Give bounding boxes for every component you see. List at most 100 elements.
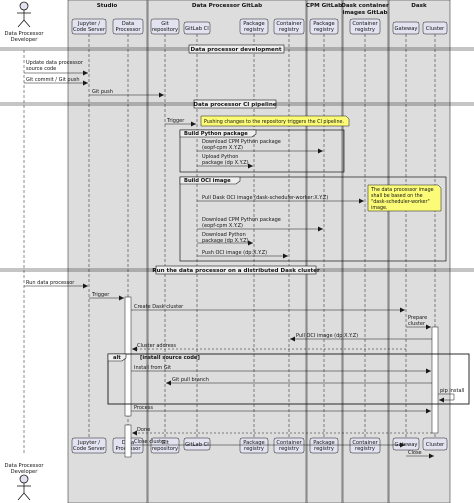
message-download-cpm-2: Download CPM Python package (eopf-cpm X.… <box>197 217 323 232</box>
box-title-dask-images-line2: images GitLab <box>342 10 387 16</box>
participant-gateway-bottom: Gateway <box>392 437 420 451</box>
participant-git-repository-bottom: Git repository <box>150 437 180 454</box>
message-download-python: Download Python package (dp X.Y.Z) <box>197 232 253 246</box>
message-label: Upload Python <box>202 154 238 160</box>
divider-title: Data processor development <box>190 47 281 53</box>
participant-cluster-bottom: Cluster <box>422 437 448 451</box>
participant-label-line1: Package <box>243 440 265 446</box>
box-title-studio: Studio <box>97 3 118 9</box>
participant-label-line1: Cluster <box>426 26 445 32</box>
participant-data-processor: Data Processor <box>112 18 144 35</box>
note-ci-trigger: Pushing changes to the repository trigge… <box>200 115 350 127</box>
message-label: Install from Git <box>134 365 171 371</box>
participant-label-line2: repository <box>152 446 178 452</box>
message-label: package (dp X.Y.Z) <box>202 238 249 244</box>
message-install-from-git: Install from Git <box>131 365 431 374</box>
participant-jupyter-bottom: Jupyter / Code Server <box>71 437 107 454</box>
message-label: Done <box>137 427 150 433</box>
activation-cluster <box>431 326 439 434</box>
note-text: Pushing changes to the repository trigge… <box>204 119 344 125</box>
message-label: Cluster address <box>137 343 176 349</box>
fragment-title: Build OCI image <box>184 178 231 184</box>
participant-package-registry-bottom: Package registry <box>239 437 269 454</box>
participant-label-line2: Code Server <box>73 27 106 33</box>
message-prepare-cluster: Prepare cluster <box>406 315 431 330</box>
actor-top: Data Processor Developer <box>4 1 44 43</box>
message-label: Update data processor <box>26 60 84 66</box>
message-git-push: Git push <box>89 89 164 98</box>
participant-label-line1: Package <box>313 21 335 27</box>
message-push-oci: Push OCI image (dp:X.Y.Z) <box>197 250 288 259</box>
participant-cluster: Cluster <box>422 21 448 35</box>
participant-label-line1: Git <box>161 440 169 446</box>
message-label: Create Dask cluster <box>134 304 184 310</box>
participant-dask-container-registry-bottom: Container registry <box>349 437 381 454</box>
participant-label-line2: registry <box>355 446 375 452</box>
message-git-commit-push: Git commit / Git push <box>24 77 88 86</box>
message-label: Git pull branch <box>172 377 209 383</box>
participant-label-line2: Code Server <box>73 446 106 452</box>
fragment-build-oci-image: Build OCI image <box>179 176 447 262</box>
message-cluster-address: Cluster address <box>132 343 406 352</box>
participant-gitlab-ci: GitLab CI <box>183 21 211 35</box>
message-upload-python: Upload Python package (dp X.Y.Z) <box>197 154 253 169</box>
participant-label-line1: Jupyter / <box>77 440 100 446</box>
message-download-cpm-1: Download CPM Python package (eopf-cpm X.… <box>197 139 323 154</box>
message-trigger-ci: Trigger <box>165 118 196 127</box>
divider-run-dask: Run the data processor on a distributed … <box>0 265 474 275</box>
actor-bottom: Data Processor Developer <box>4 463 44 501</box>
participant-package-registry: Package registry <box>239 18 269 35</box>
participant-cpm-package-registry-bottom: Package registry <box>309 437 339 454</box>
message-label: Push OCI image (dp:X.Y.Z) <box>202 250 267 256</box>
message-label: Close <box>408 450 422 456</box>
message-label: Close cluster <box>134 439 167 445</box>
message-label: Download CPM Python package <box>202 139 281 145</box>
message-git-pull-branch: Git pull branch <box>166 377 432 386</box>
actor-bottom-name-line1: Data Processor <box>4 463 44 469</box>
message-label: (eopf-cpm X.Y.Z) <box>202 223 243 229</box>
message-label: source code <box>26 66 56 72</box>
stick-figure-icon <box>17 474 31 501</box>
message-pull-oci-dp: Pull OCI image (dp:X.Y.Z) <box>290 333 432 342</box>
box-title-dask: Dask <box>411 3 427 9</box>
note-text: "dask-scheduler-worker" <box>371 199 430 205</box>
message-label: Download Python <box>202 232 246 238</box>
divider-title: Data processor CI pipeline <box>193 102 276 108</box>
participant-label-line2: registry <box>314 27 334 33</box>
participant-cpm-package-registry: Package registry <box>309 18 339 35</box>
box-dask: Dask <box>388 0 451 503</box>
box-cpm-gitlab: CPM GitLab <box>306 0 343 503</box>
participant-label-line1: Git <box>161 21 169 27</box>
actor-bottom-name-line2: Developer <box>11 469 39 475</box>
note-text: The data processor image <box>370 187 434 193</box>
participant-label-line2: registry <box>244 446 264 452</box>
participant-label-line1: Container <box>276 21 302 27</box>
message-label: Prepare <box>408 315 427 321</box>
actor-name-line1: Data Processor <box>4 31 44 37</box>
message-process: Process <box>131 405 431 414</box>
message-done: Done <box>132 427 432 436</box>
message-label: Run data processor <box>26 280 75 286</box>
message-label: Trigger <box>91 292 110 298</box>
participant-container-registry-bottom: Container registry <box>273 437 305 454</box>
fragment-condition: [install source code] <box>140 355 200 361</box>
divider-ci-pipeline: Data processor CI pipeline <box>0 99 474 109</box>
message-close-cluster: Close cluster <box>131 439 405 448</box>
message-label: Download CPM Python package <box>202 217 281 223</box>
participant-label-line1: Package <box>243 21 265 27</box>
note-text: image. <box>371 205 387 211</box>
participant-gitlab-ci-bottom: GitLab CI <box>183 437 211 451</box>
message-pull-dask-oci: Pull Dask OCI image (dask-scheduler-work… <box>197 195 364 204</box>
message-label: Trigger <box>166 118 185 124</box>
box-title-data-processor-gitlab: Data Processor GitLab <box>192 3 262 9</box>
participant-label-line2: registry <box>244 27 264 33</box>
participant-label-line1: Cluster <box>426 442 445 448</box>
message-label: Pull OCI image (dp:X.Y.Z) <box>296 333 358 339</box>
participant-label-line2: registry <box>314 446 334 452</box>
fragment-alt-install-source: alt [install source code] <box>107 353 470 405</box>
message-label: Process <box>134 405 153 411</box>
message-label: package (dp X.Y.Z) <box>202 160 249 166</box>
participant-dask-container-registry: Container registry <box>349 18 381 35</box>
actor-name-line2: Developer <box>11 37 39 43</box>
